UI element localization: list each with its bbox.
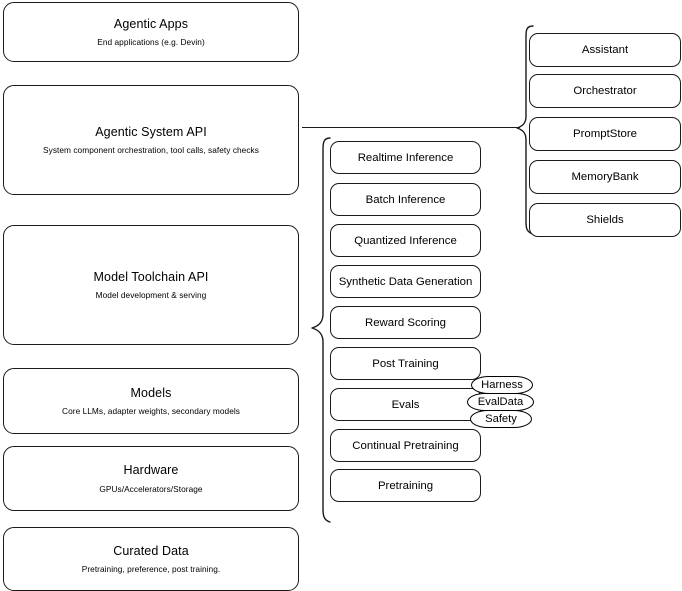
- layer-box-models[interactable]: Models Core LLMs, adapter weights, secon…: [3, 368, 299, 434]
- capability-label: Synthetic Data Generation: [338, 275, 473, 288]
- component-label: Shields: [586, 214, 624, 226]
- component-box-shields[interactable]: Shields: [529, 203, 681, 237]
- capability-box-quantized-inference[interactable]: Quantized Inference: [330, 224, 481, 257]
- layer-subtitle: End applications (e.g. Devin): [97, 37, 205, 48]
- capability-label: Batch Inference: [365, 193, 446, 206]
- eval-chip-safety[interactable]: Safety: [470, 410, 532, 428]
- capability-box-realtime-inference[interactable]: Realtime Inference: [330, 141, 481, 174]
- layer-box-curated-data[interactable]: Curated Data Pretraining, preference, po…: [3, 527, 299, 591]
- eval-chip-evaldata[interactable]: EvalData: [467, 393, 534, 411]
- capability-label: Reward Scoring: [364, 316, 447, 329]
- layer-box-hardware[interactable]: Hardware GPUs/Accelerators/Storage: [3, 446, 299, 511]
- capability-box-evals[interactable]: Evals: [330, 388, 481, 421]
- layer-title: Model Toolchain API: [93, 269, 209, 284]
- eval-chip-label: Safety: [485, 413, 517, 425]
- eval-chip-harness[interactable]: Harness: [471, 376, 533, 394]
- layer-title: Agentic System API: [95, 124, 207, 139]
- capability-box-continual-pretraining[interactable]: Continual Pretraining: [330, 429, 481, 462]
- component-box-promptstore[interactable]: PromptStore: [529, 117, 681, 151]
- component-label: Orchestrator: [573, 85, 637, 97]
- capability-box-pretraining[interactable]: Pretraining: [330, 469, 481, 502]
- layer-subtitle: GPUs/Accelerators/Storage: [99, 483, 203, 494]
- layer-title: Agentic Apps: [113, 16, 189, 31]
- layer-title: Models: [130, 385, 172, 400]
- eval-chip-label: EvalData: [477, 396, 524, 408]
- layer-box-model-toolchain-api[interactable]: Model Toolchain API Model development & …: [3, 225, 299, 345]
- layer-subtitle: Core LLMs, adapter weights, secondary mo…: [62, 406, 240, 417]
- capability-label: Pretraining: [377, 479, 434, 492]
- component-label: MemoryBank: [571, 171, 639, 183]
- connector-line-system-api: [302, 127, 520, 129]
- layer-subtitle: System component orchestration, tool cal…: [43, 145, 259, 156]
- capability-label: Realtime Inference: [357, 151, 454, 164]
- capability-box-synthetic-data-generation[interactable]: Synthetic Data Generation: [330, 265, 481, 298]
- eval-chip-label: Harness: [481, 379, 523, 391]
- capability-label: Quantized Inference: [354, 234, 457, 247]
- layer-title: Curated Data: [113, 543, 189, 558]
- layer-subtitle: Model development & serving: [95, 290, 207, 301]
- component-box-memorybank[interactable]: MemoryBank: [529, 160, 681, 194]
- capability-label: Evals: [391, 398, 420, 411]
- layer-title: Hardware: [123, 463, 179, 477]
- capability-box-batch-inference[interactable]: Batch Inference: [330, 183, 481, 216]
- capability-label: Post Training: [372, 357, 439, 370]
- component-label: PromptStore: [573, 128, 637, 140]
- layer-subtitle: Pretraining, preference, post training.: [81, 564, 221, 575]
- component-box-orchestrator[interactable]: Orchestrator: [529, 74, 681, 108]
- capability-box-reward-scoring[interactable]: Reward Scoring: [330, 306, 481, 339]
- capability-box-post-training[interactable]: Post Training: [330, 347, 481, 380]
- capability-label: Continual Pretraining: [352, 439, 459, 452]
- layer-box-agentic-system-api[interactable]: Agentic System API System component orch…: [3, 85, 299, 195]
- component-label: Assistant: [581, 44, 629, 56]
- layer-box-agentic-apps[interactable]: Agentic Apps End applications (e.g. Devi…: [3, 2, 299, 62]
- brace-toolchain-capabilities: [308, 136, 332, 524]
- component-box-assistant[interactable]: Assistant: [529, 33, 681, 67]
